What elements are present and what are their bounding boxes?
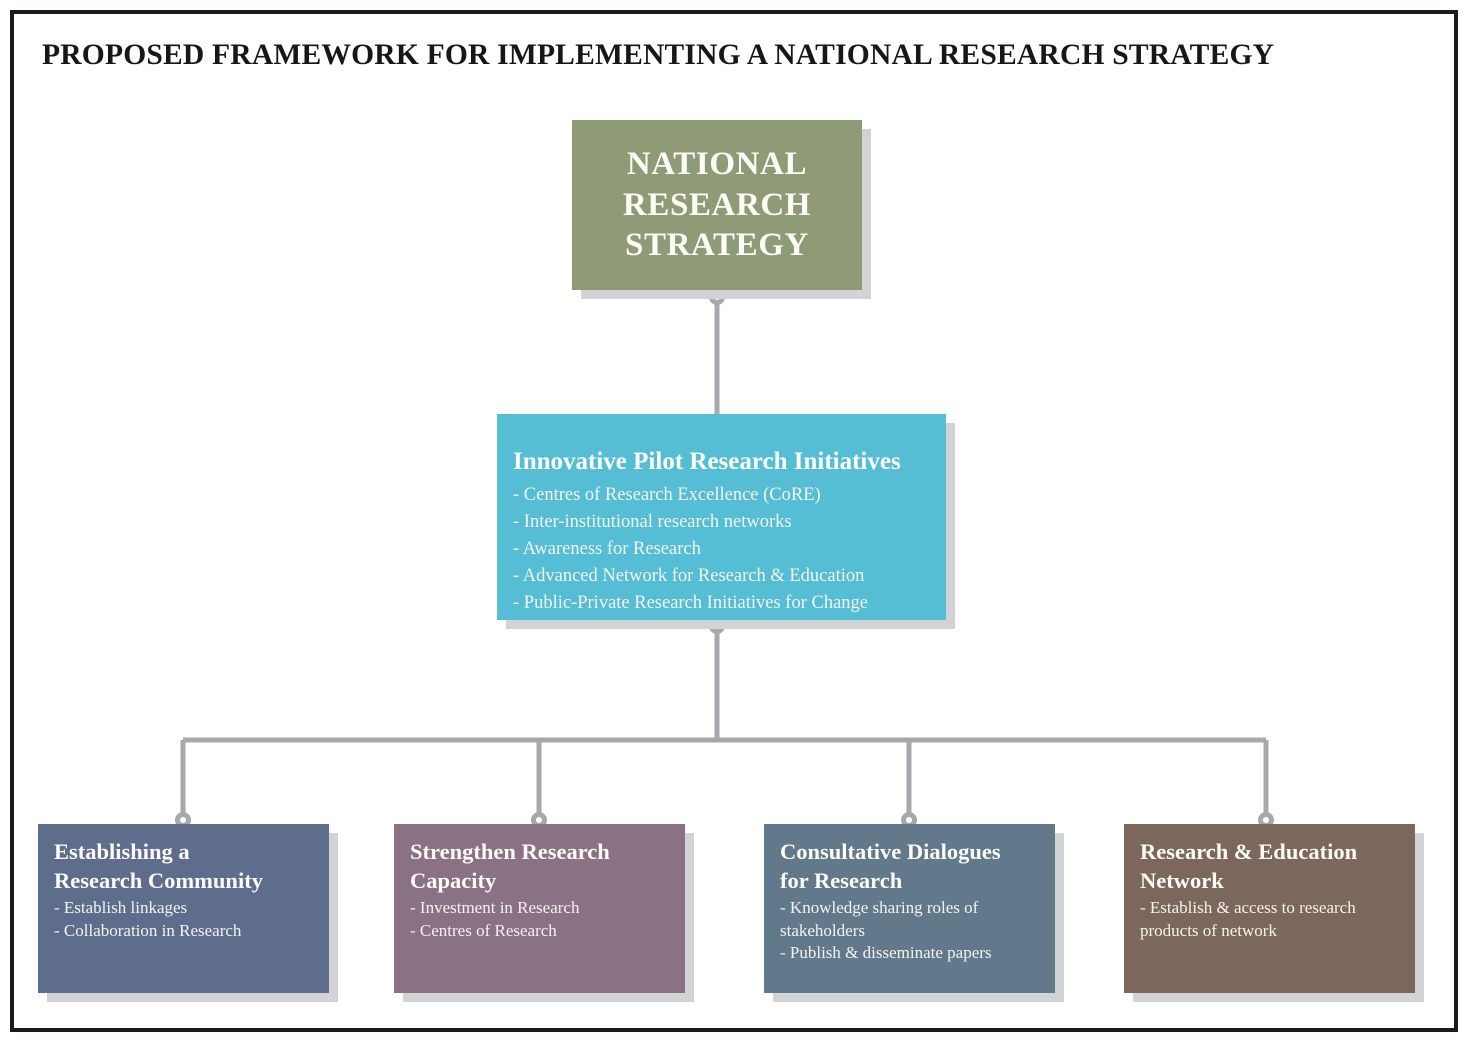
node-capacity-title: Strengthen Research Capacity	[410, 839, 610, 893]
node-national-research-strategy[interactable]: NATIONAL RESEARCH STRATEGY	[572, 120, 862, 290]
list-item: - Knowledge sharing roles of stakeholder…	[780, 898, 979, 940]
node-pilot-list: - Centres of Research Excellence (CoRE) …	[513, 482, 946, 617]
node-research-and-education-network[interactable]: Research & Education Network - Establish…	[1124, 824, 1415, 993]
node-strengthen-research-capacity[interactable]: Strengthen Research Capacity - Investmen…	[394, 824, 685, 993]
node-consultative-dialogues-for-research[interactable]: Consultative Dialogues for Research - Kn…	[764, 824, 1055, 993]
page-title: PROPOSED FRAMEWORK FOR IMPLEMENTING A NA…	[42, 38, 1275, 71]
list-item: - Advanced Network for Research & Educat…	[513, 565, 865, 586]
node-dialogues-title: Consultative Dialogues for Research	[780, 839, 1001, 893]
connector-ring-root	[709, 289, 725, 305]
node-network-list: - Establish & access to research product…	[1140, 897, 1401, 942]
node-dialogues-list: - Knowledge sharing roles of stakeholder…	[780, 897, 1041, 965]
node-pilot-title: Innovative Pilot Research Initiatives	[513, 448, 901, 475]
list-item: - Collaboration in Research	[54, 920, 242, 940]
list-item: - Centres of Research Excellence (CoRE)	[513, 484, 821, 505]
list-item: - Awareness for Research	[513, 538, 701, 559]
list-item: - Establish & access to research product…	[1140, 898, 1356, 940]
list-item: - Investment in Research	[410, 898, 580, 918]
node-innovative-pilot-research-initiatives[interactable]: Innovative Pilot Research Initiatives - …	[497, 414, 946, 620]
node-network-title: Research & Education Network	[1140, 839, 1358, 893]
list-item: - Establish linkages	[54, 898, 188, 918]
node-root-title: NATIONAL RESEARCH STRATEGY	[622, 145, 812, 264]
list-item: - Public-Private Research Initiatives fo…	[513, 592, 868, 613]
node-community-list: - Establish linkages - Collaboration in …	[54, 897, 315, 942]
connector-ring-pilot	[709, 618, 725, 634]
list-item: - Centres of Research	[410, 920, 557, 940]
node-establishing-a-research-community[interactable]: Establishing a Research Community - Esta…	[38, 824, 329, 993]
list-item: - Inter-institutional research networks	[513, 511, 792, 532]
node-community-title: Establishing a Research Community	[54, 839, 263, 893]
node-capacity-list: - Investment in Research - Centres of Re…	[410, 897, 671, 942]
list-item: - Publish & disseminate papers	[780, 943, 992, 963]
